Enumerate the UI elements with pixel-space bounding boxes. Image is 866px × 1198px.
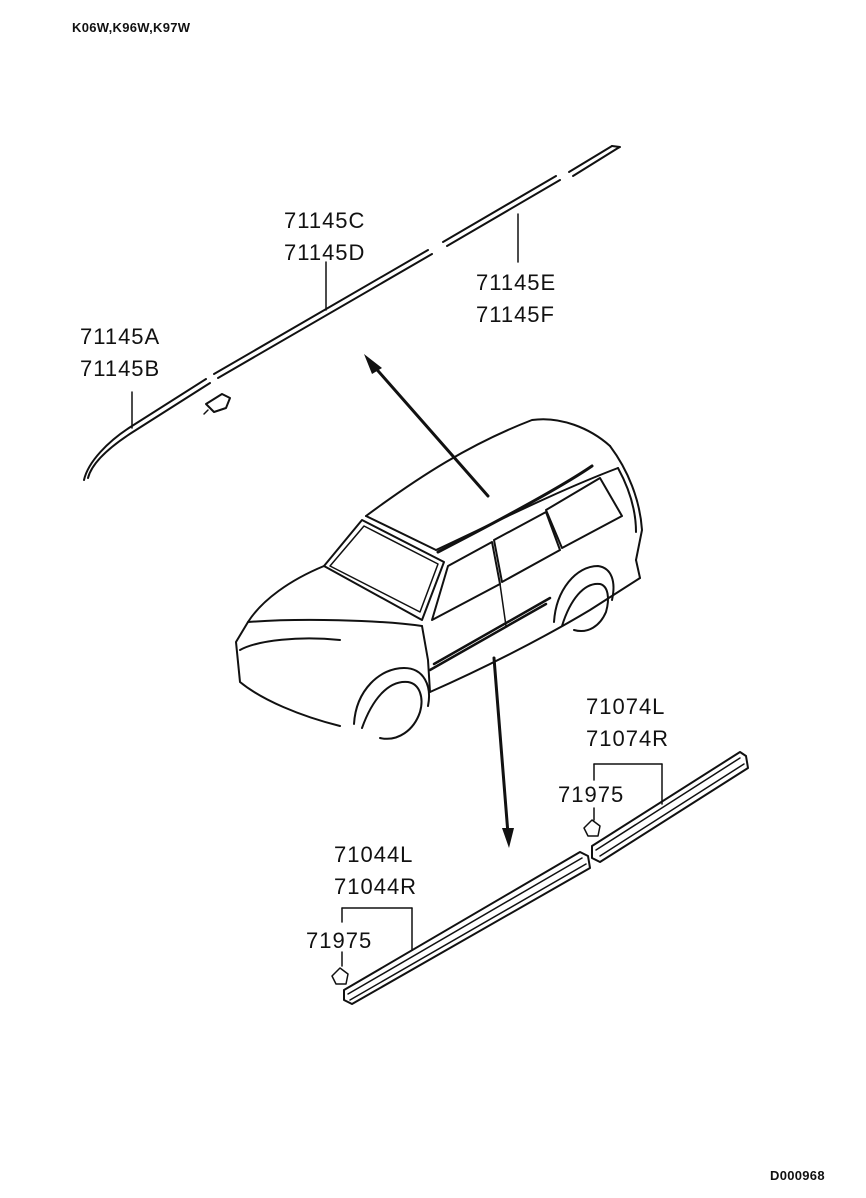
front-side-moulding	[343, 851, 591, 1005]
label-71074r: 71074R	[586, 726, 669, 751]
front-clip-icon	[331, 967, 349, 985]
label-71044l: 71044L	[334, 842, 413, 867]
label-71975-rear: 71975	[558, 782, 624, 807]
label-71074l: 71074L	[586, 694, 665, 719]
arrow-to-side-moulding	[492, 656, 514, 848]
label-71145f: 71145F	[476, 302, 555, 327]
vehicle-outline	[235, 418, 643, 740]
label-71975-front: 71975	[306, 928, 372, 953]
label-71145b: 71145B	[80, 356, 160, 381]
roof-moulding	[83, 145, 621, 481]
label-71145d: 71145D	[284, 240, 365, 265]
label-71145e: 71145E	[476, 270, 556, 295]
arrow-to-roof-moulding	[364, 354, 490, 498]
label-71145c: 71145C	[284, 208, 365, 233]
model-codes-label: K06W,K96W,K97W	[72, 20, 191, 35]
diagram-id-label: D000968	[770, 1168, 825, 1183]
roof-clip-icon	[203, 393, 231, 415]
label-71145a: 71145A	[80, 324, 160, 349]
rear-side-moulding	[591, 751, 749, 863]
label-71044r: 71044R	[334, 874, 417, 899]
rear-clip-icon	[583, 819, 601, 837]
